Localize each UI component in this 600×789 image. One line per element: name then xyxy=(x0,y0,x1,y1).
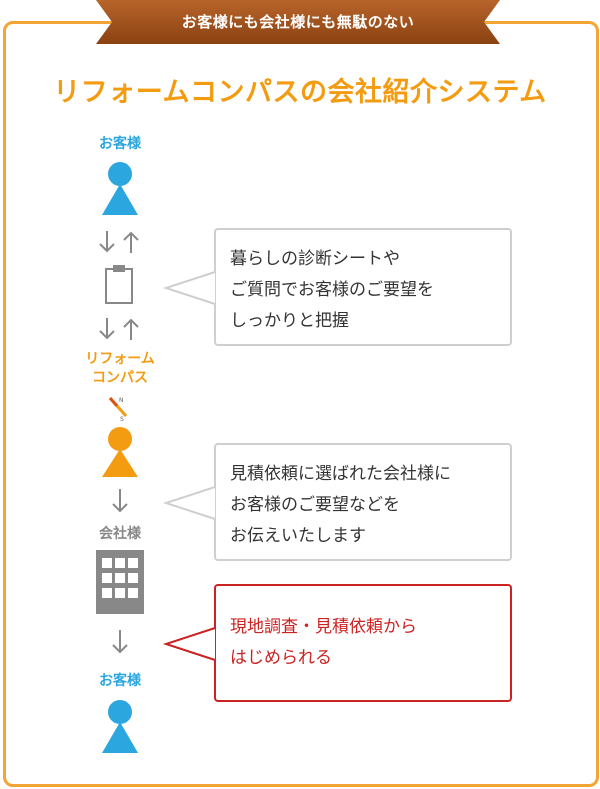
exchange-arrows-icon-2 xyxy=(99,318,139,340)
bubble-1-line-1: 暮らしの診断シートや xyxy=(230,249,400,269)
company-label: 会社様 xyxy=(99,526,141,542)
bubble-1-line-2: ご質問でお客様のご要望を xyxy=(230,280,434,300)
ribbon-text: お客様にも会社様にも無駄のない xyxy=(181,13,415,31)
bubble-2-line-2: お客様のご要望などを xyxy=(230,495,400,515)
down-arrow-icon-1 xyxy=(112,489,128,513)
speech-bubble-3-tail xyxy=(162,627,216,661)
header-ribbon xyxy=(96,0,500,44)
speech-bubble-1: 暮らしの診断シートや ご質問でお客様のご要望を しっかりと把握 xyxy=(214,228,512,346)
svg-text:N: N xyxy=(119,397,124,404)
bubble-3-line-2: はじめられる xyxy=(230,648,332,668)
building-icon xyxy=(96,550,144,614)
bubble-2-line-1: 見積依頼に選ばれた会社様に xyxy=(230,464,451,484)
customer-top-label: お客様 xyxy=(99,136,141,152)
reform-compass-label-line1: リフォーム xyxy=(85,351,155,367)
svg-text:S: S xyxy=(120,416,124,423)
down-arrow-icon-2 xyxy=(112,630,128,654)
bubble-2-line-3: お伝えいたします xyxy=(230,526,366,546)
speech-bubble-1-tail xyxy=(162,271,216,305)
bubble-1-line-3: しっかりと把握 xyxy=(230,311,349,331)
reform-compass-label-line2: コンパス xyxy=(92,370,148,386)
exchange-arrows-icon-1 xyxy=(99,231,139,253)
compass-person-icon xyxy=(102,427,138,477)
bubble-3-line-1: 現地調査・見積依頼から xyxy=(230,617,417,637)
compass-needle-icon: N S xyxy=(108,397,128,423)
clipboard-icon xyxy=(105,265,133,304)
speech-bubble-3: 現地調査・見積依頼から はじめられる xyxy=(214,584,512,702)
reform-compass-label: リフォーム コンパス xyxy=(70,350,170,388)
page-title: リフォームコンパスの会社紹介システム xyxy=(53,77,547,108)
customer-bottom-label: お客様 xyxy=(99,673,141,689)
speech-bubble-2-tail xyxy=(162,486,216,520)
speech-bubble-2: 見積依頼に選ばれた会社様に お客様のご要望などを お伝えいたします xyxy=(214,443,512,561)
customer-bottom-icon xyxy=(102,700,138,753)
customer-top-icon xyxy=(102,162,138,215)
